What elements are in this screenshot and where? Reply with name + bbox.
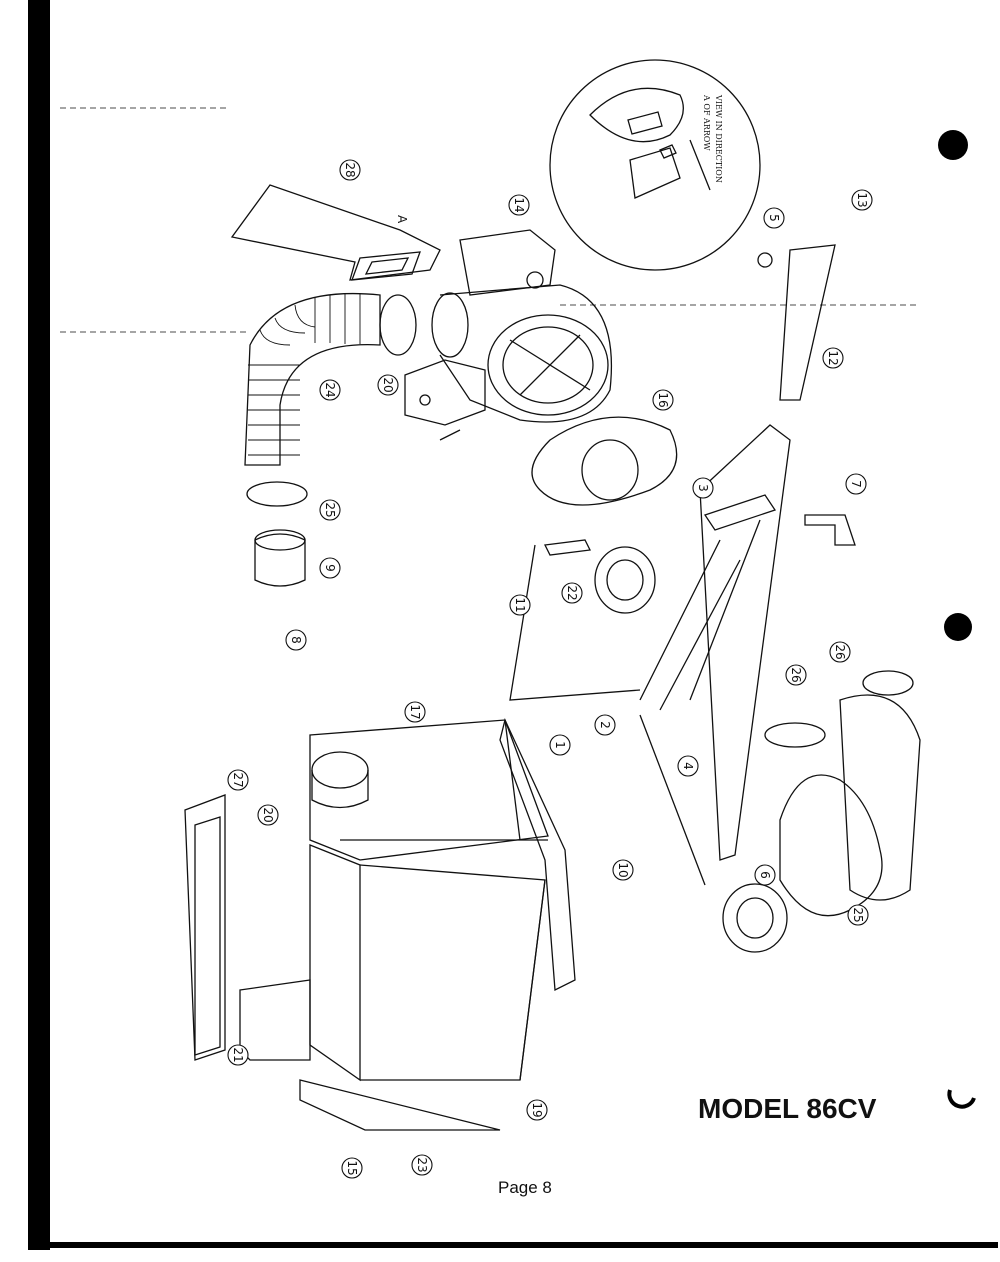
scan-left-border — [28, 0, 50, 1250]
part-callout-25: 25 — [851, 907, 865, 922]
part-callout-24: 24 — [323, 382, 337, 397]
page-number: Page 8 — [498, 1178, 552, 1197]
part-callout-20: 20 — [381, 377, 395, 392]
part-callout-16: 16 — [656, 392, 670, 407]
part-callout-9: 9 — [323, 564, 337, 572]
part-callout-2: 2 — [598, 721, 612, 729]
part-callout-13: 13 — [855, 192, 869, 207]
part-callout-17: 17 — [408, 704, 422, 719]
hole-punch-top — [938, 130, 968, 160]
part-callout-4: 4 — [681, 762, 695, 770]
hole-punch-middle — [944, 613, 972, 641]
part-callout-14: 14 — [512, 197, 526, 212]
part-callout-3: 3 — [696, 484, 710, 492]
part-callout-10: 10 — [616, 862, 630, 877]
part-callout-5: 5 — [767, 214, 781, 222]
part-callout-6: 6 — [758, 871, 772, 879]
inset-caption-line-1: VIEW IN DIRECTION — [714, 94, 723, 183]
inset-view-circle — [549, 59, 761, 271]
part-callout-26: 26 — [789, 667, 803, 682]
part-callout-26: 26 — [833, 644, 847, 659]
part-callout-20: 20 — [261, 807, 275, 822]
part-callout-21: 21 — [231, 1047, 245, 1062]
part-callout-1: 1 — [553, 741, 567, 749]
scan-bottom-border — [28, 1242, 998, 1248]
inset-caption-line-2: A OF ARROW — [702, 94, 711, 151]
part-callout-15: 15 — [345, 1160, 359, 1175]
model-label: MODEL 86CV — [698, 1093, 877, 1124]
part-callout-7: 7 — [849, 480, 863, 488]
part-callout-25: 25 — [323, 502, 337, 517]
part-callout-22: 22 — [565, 585, 579, 600]
part-callout-8: 8 — [289, 636, 303, 644]
part-callout-12: 12 — [826, 350, 840, 365]
part-callout-11: 11 — [513, 597, 527, 612]
part-callout-27: 27 — [231, 772, 245, 787]
part-callout-19: 19 — [530, 1102, 544, 1117]
hole-punch-bottom — [947, 1089, 976, 1109]
part-callout-23: 23 — [415, 1157, 429, 1172]
part-callout-28: 28 — [343, 162, 357, 177]
view-arrow-label: A — [395, 215, 409, 224]
